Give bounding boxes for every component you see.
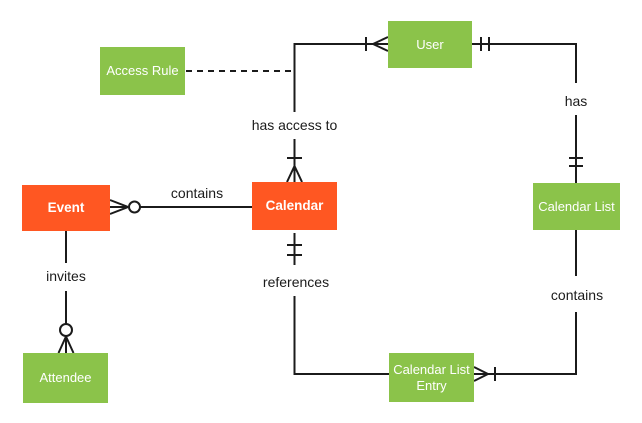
cardinality-zero-ring-attendee — [59, 323, 73, 337]
entity-attendee[interactable]: Attendee — [23, 353, 108, 403]
cardinality-zero-ring-event — [128, 200, 141, 214]
entity-user[interactable]: User — [388, 21, 472, 68]
entity-access-rule[interactable]: Access Rule — [100, 47, 185, 95]
connector-calendar-has-access-to-user — [286, 36, 389, 183]
cardinality-double-tick-references — [287, 244, 302, 256]
entity-calendar-list-entry[interactable]: Calendar List Entry — [389, 353, 474, 402]
connector-calendar-list-contains-entry — [473, 230, 577, 382]
cardinality-double-tick-user — [480, 37, 490, 51]
relationship-label-has: has — [550, 93, 602, 109]
line-has-upper — [472, 43, 577, 83]
crows-foot-many-calendar — [286, 165, 303, 183]
relationship-label-contains-list: contains — [540, 287, 614, 303]
connector-event-invites-attendee — [57, 231, 75, 354]
entity-calendar[interactable]: Calendar — [252, 182, 337, 230]
entity-event[interactable]: Event — [22, 185, 110, 231]
connector-entry-references-calendar — [287, 233, 389, 375]
crows-foot-many-event — [109, 199, 129, 215]
relationship-label-contains-event: contains — [160, 185, 234, 201]
line-contains-list-lower — [488, 312, 577, 375]
relationship-label-invites: invites — [36, 268, 96, 284]
relationship-label-references: references — [255, 274, 337, 290]
entity-calendar-list[interactable]: Calendar List — [533, 183, 620, 230]
line-references-lower — [293, 296, 389, 375]
crows-foot-many-entry — [473, 366, 489, 382]
cardinality-double-tick-calendar-list — [569, 157, 583, 167]
crows-foot-many-attendee — [57, 336, 75, 354]
connector-user-has-calendar-list — [472, 37, 583, 183]
connector-calendar-contains-event — [109, 199, 252, 215]
relationship-label-has-access-to: has access to — [242, 117, 347, 133]
crows-foot-many-user — [372, 36, 389, 52]
line-has-access-upper — [293, 43, 373, 112]
